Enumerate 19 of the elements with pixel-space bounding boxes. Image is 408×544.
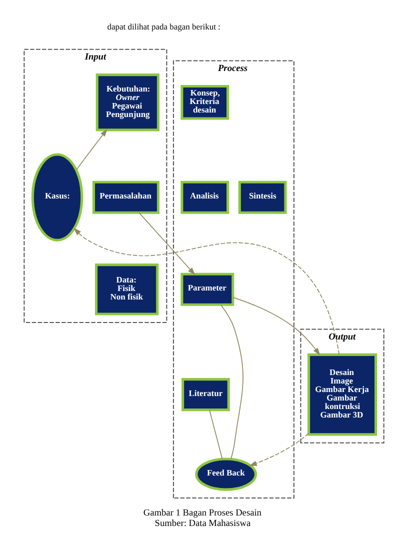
node-box: Permasalahan (92, 180, 160, 214)
node-box: Kebutuhan: Owner Pegawai Pengunjung (96, 74, 160, 132)
label: dapat dilihat pada bagan berikut : (107, 21, 220, 32)
connector (209, 410, 223, 460)
node-ellipse: Kasus: (31, 153, 84, 242)
arrow (74, 228, 340, 355)
caption: Gambar 1 Bagan Proses Desain Sumber: Data Mahasiswa (143, 508, 262, 529)
arrow (232, 297, 320, 356)
arrow (249, 432, 309, 466)
arrow (76, 128, 108, 170)
node-box: Sintesis (238, 180, 287, 214)
node-box: Literatur (182, 378, 230, 412)
node-box: Desain Image Gambar Kerja Gambar kontruksi Gambar 3D (307, 353, 378, 436)
connector (220, 304, 244, 460)
node-box: Parameter (180, 272, 234, 306)
node-box: Analisis (180, 180, 230, 214)
arrow (138, 212, 196, 276)
node-box: Konsep, Kriteria desain (180, 84, 230, 120)
node-box: Data: Fisik Non fisik (95, 264, 159, 316)
